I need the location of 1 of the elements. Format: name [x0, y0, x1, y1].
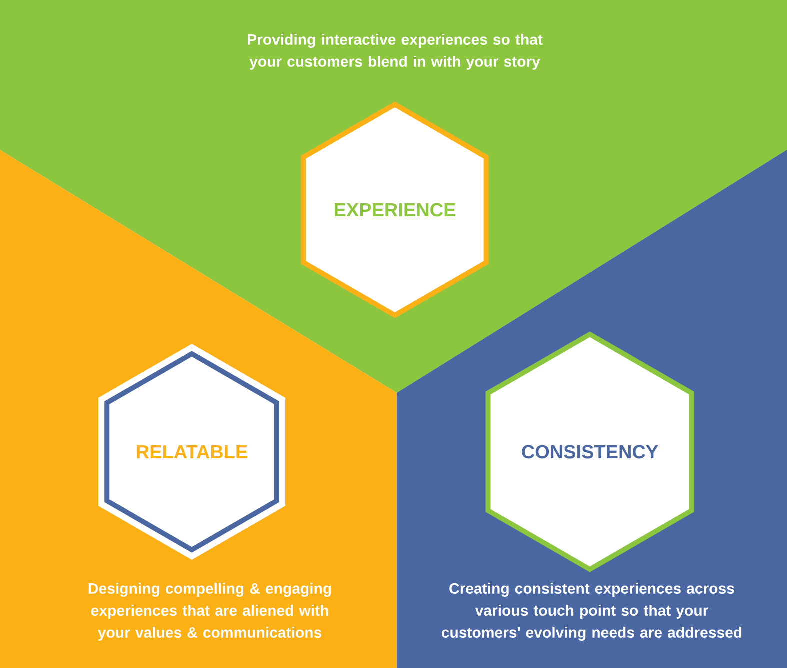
hexagon: RELATABLE: [98, 344, 286, 560]
